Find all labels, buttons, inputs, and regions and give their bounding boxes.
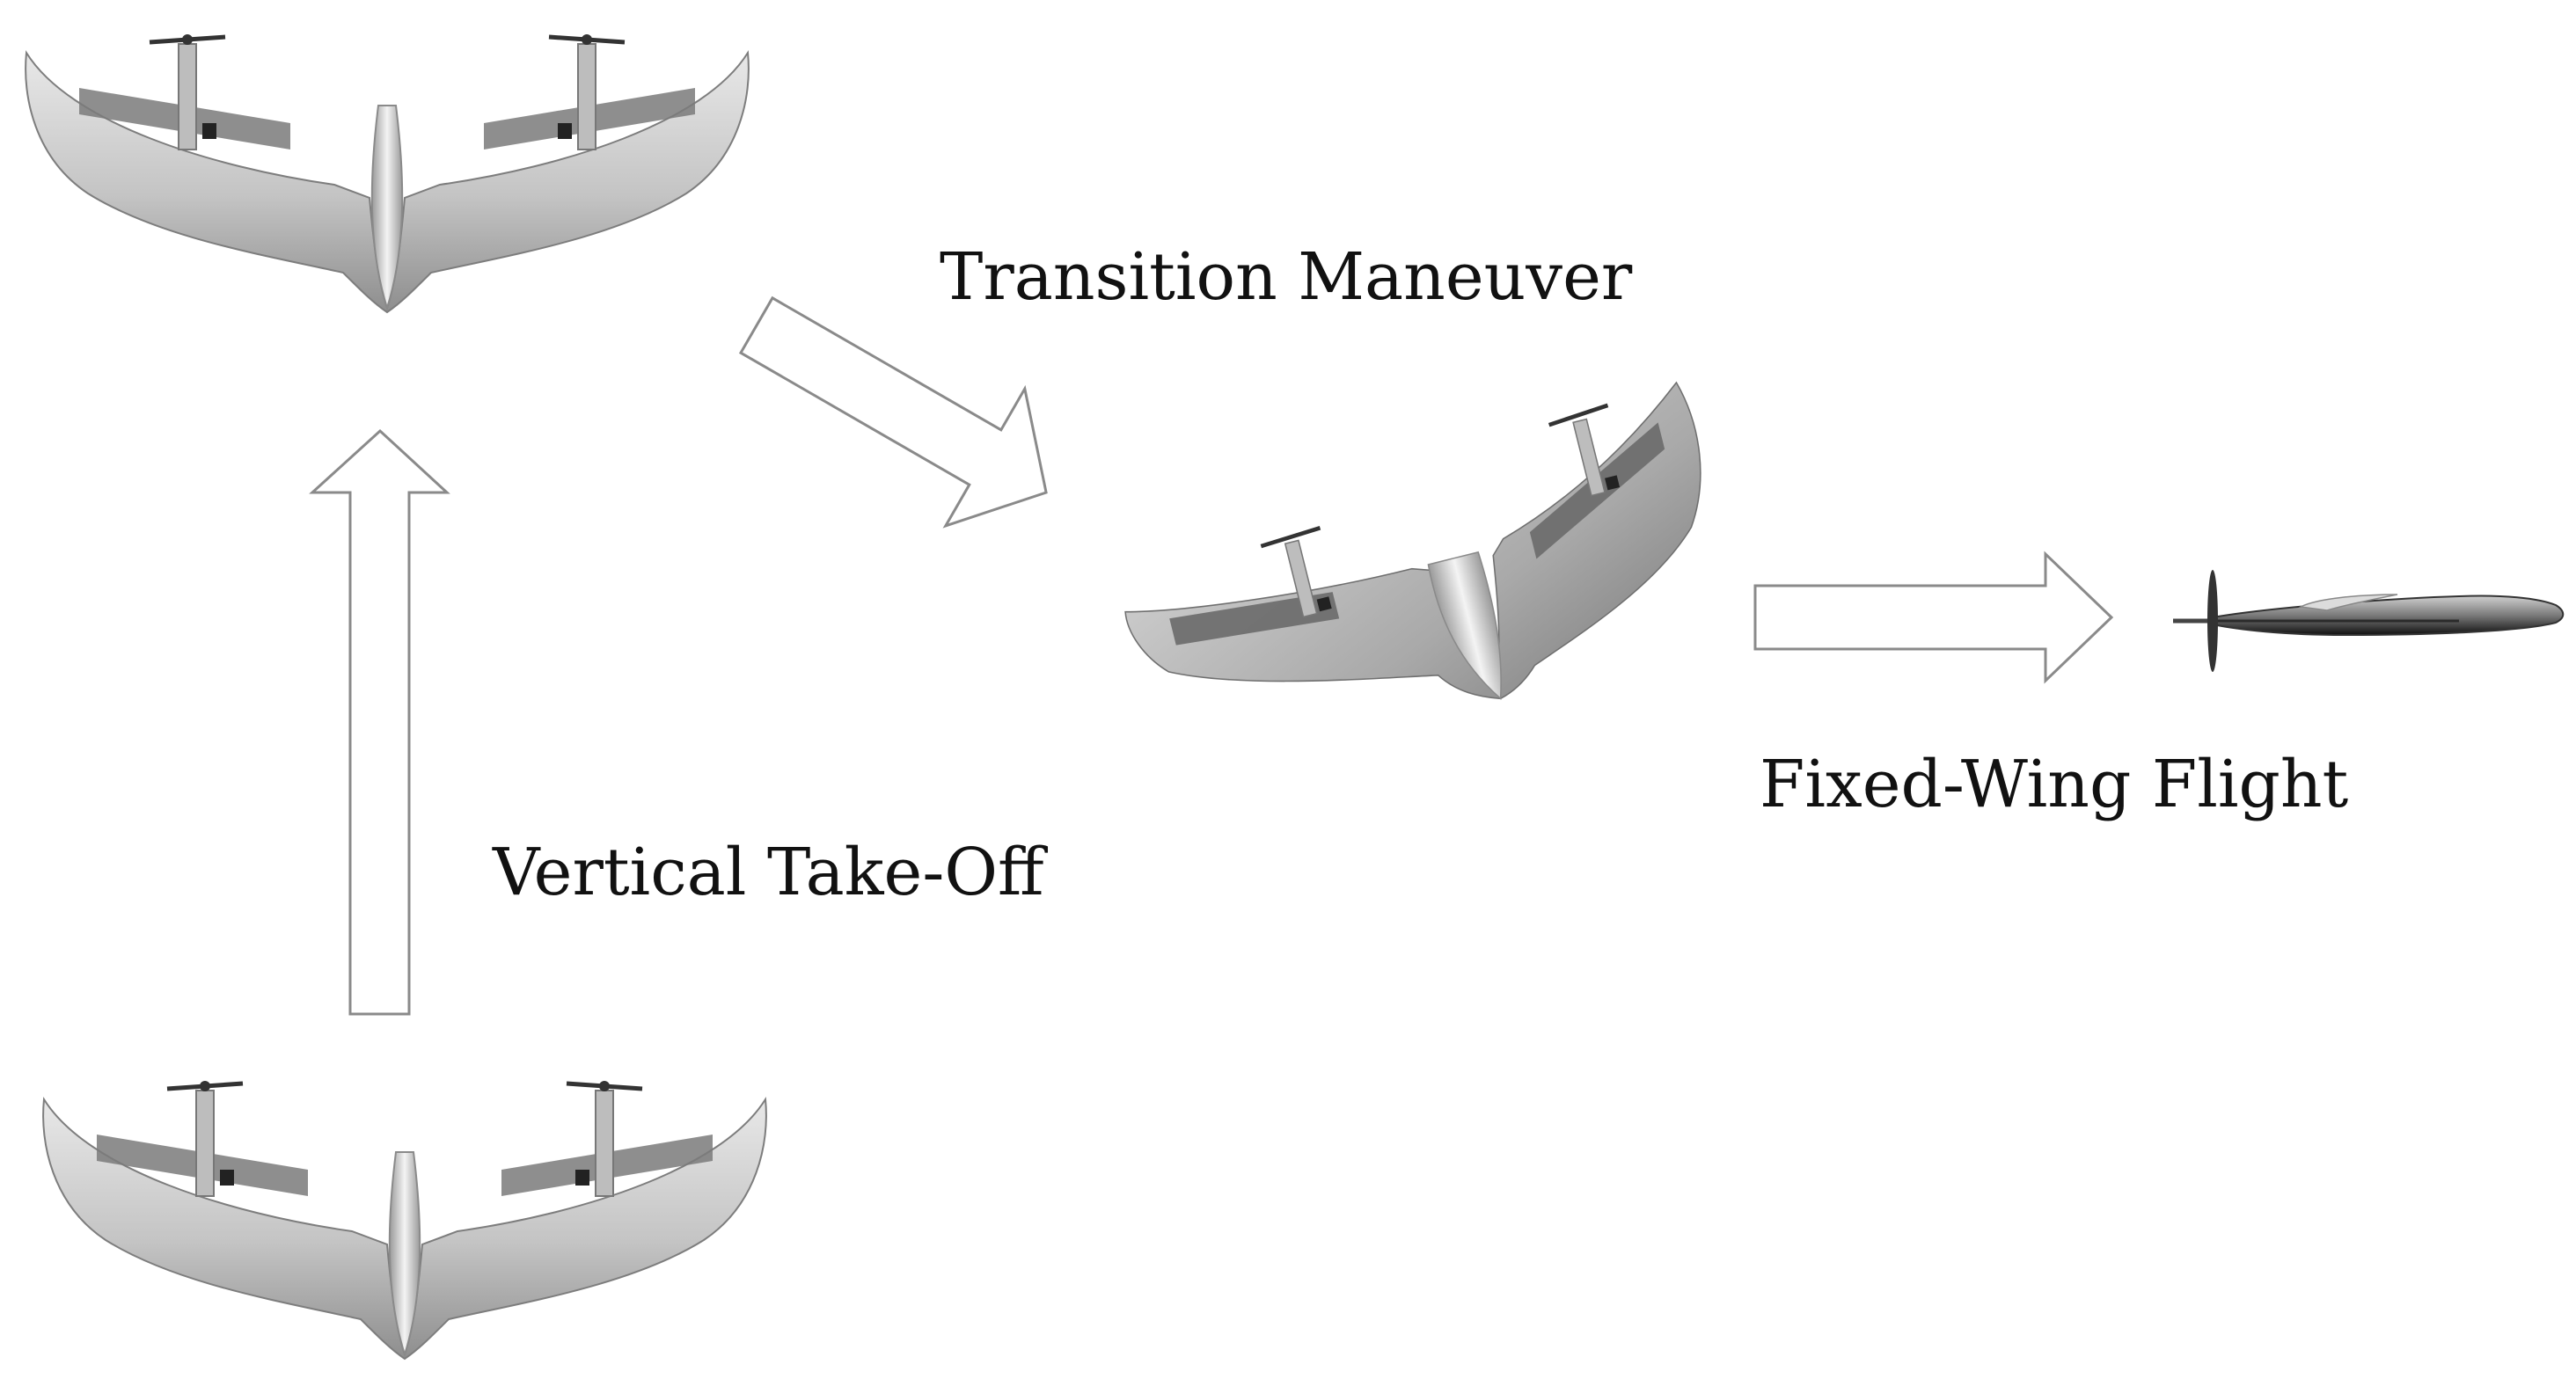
label-transition-maneuver: Transition Maneuver [940, 239, 1633, 315]
arrow-fixed-wing [1753, 551, 2114, 684]
aircraft-transition [1124, 381, 1701, 700]
arrow-transition [738, 296, 1048, 529]
label-vertical-takeoff: Vertical Take-Off [493, 835, 1044, 910]
label-fixed-wing-flight: Fixed-Wing Flight [1760, 747, 2349, 822]
arrow-vertical-takeoff [309, 428, 450, 1016]
aircraft-top-hover [26, 34, 749, 312]
aircraft-bottom-hover [43, 1081, 766, 1359]
aircraft-fixed-wing-side [2173, 570, 2565, 672]
